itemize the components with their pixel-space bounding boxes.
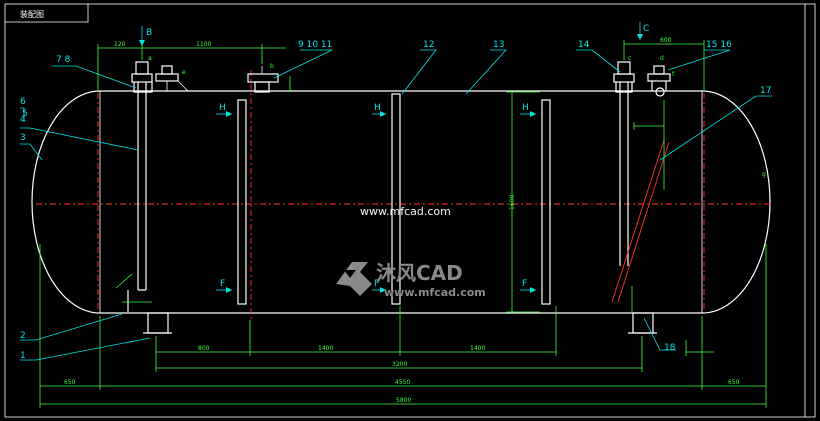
baffle-3 <box>541 99 551 305</box>
dim-bot-1: 800 <box>198 345 210 352</box>
title-tab-border <box>5 4 89 23</box>
dim-total-supports: 3200 <box>392 361 407 368</box>
mfcad-logo-icon <box>336 262 372 296</box>
dim-bot-3: 1400 <box>470 345 485 352</box>
watermark: www.mfcad.com 沐风CAD www.mfcad.com <box>336 205 486 299</box>
watermark-url-center: www.mfcad.com <box>360 205 451 218</box>
svg-text:C: C <box>643 24 649 34</box>
svg-text:F: F <box>374 279 379 289</box>
part-5: 5 <box>22 109 28 119</box>
part-9-10-11: 9 10 11 <box>298 40 332 50</box>
dim-shell: 4550 <box>395 379 410 386</box>
inclined-plate <box>611 139 670 303</box>
saddle-left <box>143 312 172 334</box>
section-H-marker-1: H <box>216 103 232 117</box>
watermark-brand: 沐风CAD <box>376 261 463 285</box>
section-F-marker-3: F <box>520 279 536 293</box>
svg-text:b: b <box>270 63 274 70</box>
section-B-marker: B <box>139 26 152 46</box>
section-F-marker-2: F <box>372 279 386 293</box>
height-dimension: 1600 <box>506 91 540 313</box>
section-H-marker-3: H <box>520 103 536 117</box>
svg-text:B: B <box>146 28 152 38</box>
dim-top-left: 120 <box>114 41 126 48</box>
baffle-1 <box>237 99 247 305</box>
baffle-2 <box>391 93 401 305</box>
svg-text:c: c <box>628 55 631 62</box>
drawing-frame <box>4 3 816 418</box>
top-nozzle-b <box>247 66 279 93</box>
watermark-url-brand: www.mfcad.com <box>384 286 486 299</box>
left-inlet-nozzle <box>131 61 189 291</box>
title-tab-text: 装配图 <box>20 9 44 19</box>
saddle-right <box>628 312 657 334</box>
svg-text:d: d <box>660 55 664 62</box>
part-7-8: 7 8 <box>56 55 71 65</box>
svg-text:g: g <box>762 171 766 178</box>
bottom-dimension-chain: 800 1400 1400 3200 650 4550 650 5800 <box>39 244 767 408</box>
svg-text:f: f <box>672 71 675 78</box>
svg-text:H: H <box>219 103 226 113</box>
leaders: 7 8 9 10 11 12 13 14 15 16 6 4 5 3 17 2 … <box>20 40 772 361</box>
part-3: 3 <box>20 133 26 143</box>
right-outlet-nozzle <box>613 61 671 266</box>
part-17: 17 <box>760 86 771 96</box>
svg-text:a: a <box>148 55 152 62</box>
dim-end-right: 650 <box>728 379 740 386</box>
dim-bot-2: 1400 <box>318 345 333 352</box>
part-2: 2 <box>20 331 26 341</box>
inner-dimensions <box>115 100 665 312</box>
section-F-marker-1: F <box>216 279 232 293</box>
dim-height: 1600 <box>509 195 516 210</box>
top-dimensions: 120 1100 600 <box>97 37 705 92</box>
dim-overall: 5800 <box>396 397 411 404</box>
part-12: 12 <box>423 40 434 50</box>
part-13: 13 <box>493 40 504 50</box>
svg-text:F: F <box>220 279 225 289</box>
part-14: 14 <box>578 40 590 50</box>
nozzle-marks: a e b c d f g <box>148 55 766 178</box>
dim-top-mid: 1100 <box>196 41 211 48</box>
dim-end-left: 650 <box>64 379 76 386</box>
svg-text:H: H <box>522 103 529 113</box>
part-18: 18 <box>664 343 676 353</box>
svg-text:F: F <box>522 279 527 289</box>
section-H-marker-2: H <box>372 103 386 117</box>
part-15-16: 15 16 <box>706 40 732 50</box>
section-C-marker: C <box>637 22 649 40</box>
part-4: 4 <box>20 115 26 125</box>
svg-text:e: e <box>182 69 186 76</box>
part-1: 1 <box>20 351 26 361</box>
vessel-shell <box>31 90 771 314</box>
part-6: 6 <box>20 97 26 107</box>
dim-top-right: 600 <box>660 37 672 44</box>
svg-text:H: H <box>374 103 381 113</box>
